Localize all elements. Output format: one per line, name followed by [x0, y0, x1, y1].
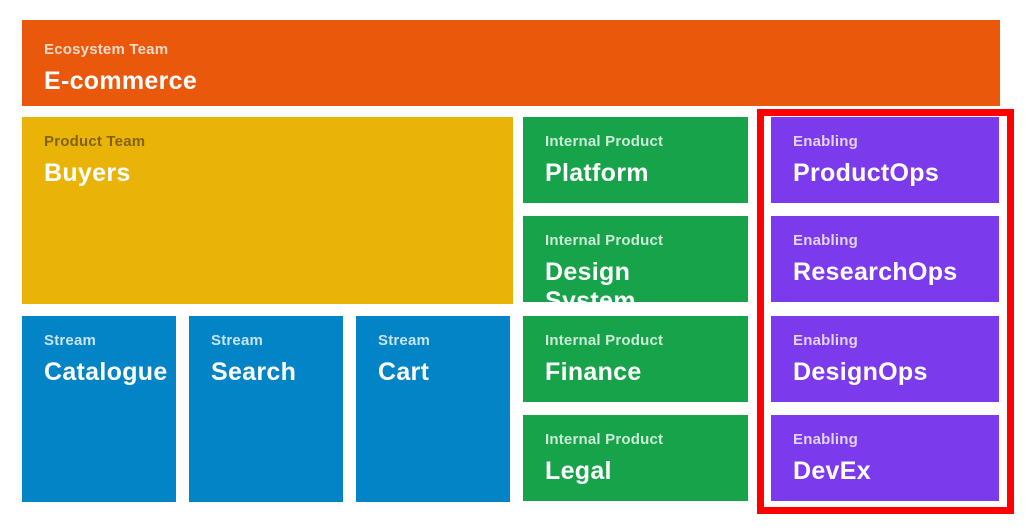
team-type-label: Internal Product: [545, 232, 664, 249]
team-type-label: Internal Product: [545, 332, 664, 349]
team-type-label: Enabling: [793, 133, 858, 150]
team-name: Cart: [378, 357, 430, 386]
team-type-label: Stream: [378, 332, 431, 349]
team-name: Search: [211, 357, 297, 386]
team-name: DevEx: [793, 456, 871, 485]
team-box-productops: Enabling ProductOps: [771, 117, 999, 203]
team-box-buyers: Product Team Buyers: [22, 117, 513, 304]
team-box-devex: Enabling DevEx: [771, 415, 999, 501]
team-type-label: Enabling: [793, 431, 858, 448]
team-type-label: Stream: [44, 332, 97, 349]
team-name: Platform: [545, 158, 649, 187]
team-type-label: Stream: [211, 332, 264, 349]
team-name: Finance: [545, 357, 642, 386]
team-name: Buyers: [44, 158, 131, 187]
team-box-designops: Enabling DesignOps: [771, 316, 999, 402]
team-name: ResearchOps: [793, 257, 958, 286]
team-type-label: Enabling: [793, 232, 858, 249]
team-box-design-system: Internal Product Design System: [523, 216, 748, 315]
team-name: Design System: [545, 257, 636, 315]
team-type-label: Internal Product: [545, 431, 664, 448]
team-name: Catalogue: [44, 357, 168, 386]
team-box-catalogue: Stream Catalogue: [22, 316, 176, 502]
team-box-researchops: Enabling ResearchOps: [771, 216, 999, 302]
team-type-label: Product Team: [44, 133, 146, 150]
team-box-legal: Internal Product Legal: [523, 415, 748, 501]
team-type-label: Ecosystem Team: [44, 41, 169, 58]
team-type-label: Enabling: [793, 332, 858, 349]
team-box-platform: Internal Product Platform: [523, 117, 748, 203]
team-name: DesignOps: [793, 357, 928, 386]
team-name: E-commerce: [44, 66, 198, 95]
team-box-cart: Stream Cart: [356, 316, 510, 502]
team-type-label: Internal Product: [545, 133, 664, 150]
team-name: Legal: [545, 456, 612, 485]
team-box-ecommerce: Ecosystem Team E-commerce: [22, 20, 1000, 106]
team-box-finance: Internal Product Finance: [523, 316, 748, 402]
team-box-search: Stream Search: [189, 316, 343, 502]
team-name: ProductOps: [793, 158, 940, 187]
